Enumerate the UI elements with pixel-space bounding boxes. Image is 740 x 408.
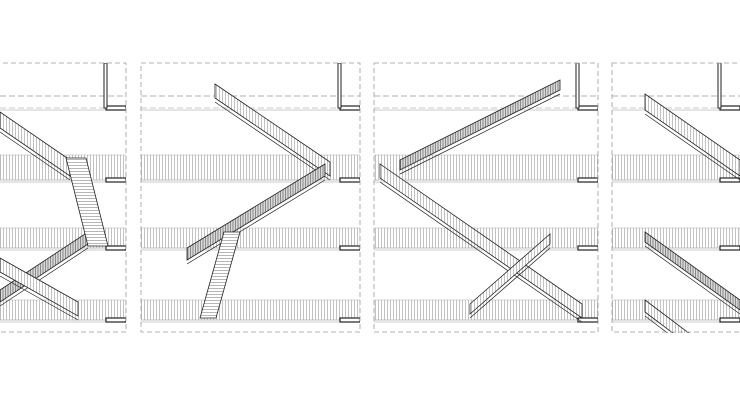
panel-outline — [0, 62, 127, 333]
slab-edge — [339, 245, 360, 251]
slab-edge — [577, 177, 598, 183]
slab-edge — [339, 317, 360, 323]
stair-stringer — [0, 275, 79, 321]
stair-railing — [379, 163, 583, 319]
stair-railing — [644, 231, 740, 311]
stair-railing — [399, 79, 561, 171]
stair-stringer — [0, 131, 71, 181]
slab-edge — [105, 105, 126, 111]
slab-edge — [105, 317, 126, 323]
panel-outline — [611, 62, 740, 333]
guard-rail — [141, 299, 360, 321]
panel-outline — [140, 62, 361, 333]
stair-stringer — [186, 179, 326, 265]
slab-edge — [577, 245, 598, 251]
stair-stringer — [469, 247, 551, 319]
slab-edge — [719, 177, 740, 183]
stair-treads — [199, 231, 241, 319]
panel-outline — [373, 62, 599, 333]
slab-edge — [105, 177, 126, 183]
stair-flight — [644, 299, 690, 333]
stair-stringer — [399, 93, 561, 175]
stair-stringer — [644, 245, 740, 315]
stair-flight — [379, 163, 583, 323]
stair-railing — [186, 163, 326, 261]
stair-flight — [0, 257, 79, 321]
stair-flight — [0, 111, 71, 181]
guard-rail — [612, 227, 740, 249]
slab-edge — [719, 105, 740, 111]
guard-rail — [612, 299, 740, 321]
stair-flight — [214, 83, 331, 181]
column — [575, 63, 580, 109]
stair-railing — [469, 233, 551, 315]
stair-stringer — [214, 101, 331, 181]
steep-stair-flight — [199, 231, 241, 319]
stair-railing — [644, 93, 740, 177]
stair-flight — [644, 93, 740, 181]
stair-treads — [65, 157, 109, 247]
stair-stringer — [0, 247, 89, 307]
stair-flight — [186, 163, 326, 265]
slab-edge — [719, 317, 740, 323]
column — [337, 63, 342, 109]
slab-edge — [577, 317, 598, 323]
section-panel-4 — [612, 63, 740, 323]
section-panel-2 — [141, 63, 360, 323]
slab-edge — [339, 177, 360, 183]
slab-edge — [719, 245, 740, 251]
stair-flight — [399, 79, 561, 175]
stair-stringer — [644, 315, 669, 333]
section-panel-3 — [374, 63, 598, 323]
slab-edge — [339, 105, 360, 111]
guard-rail — [141, 227, 360, 249]
steep-stair-flight — [65, 157, 109, 247]
stair-stringer — [644, 113, 740, 181]
stair-railing — [0, 111, 71, 177]
stair-stringer — [379, 181, 583, 323]
column — [717, 63, 722, 109]
slab-edge — [105, 245, 126, 251]
stair-flight — [644, 231, 740, 315]
stair-flight — [469, 233, 551, 319]
stair-railing — [214, 83, 331, 177]
stair-railing — [0, 257, 79, 317]
guard-rail — [612, 154, 740, 181]
column — [103, 63, 108, 109]
stair-railing — [644, 299, 690, 333]
slab-edge — [577, 105, 598, 111]
